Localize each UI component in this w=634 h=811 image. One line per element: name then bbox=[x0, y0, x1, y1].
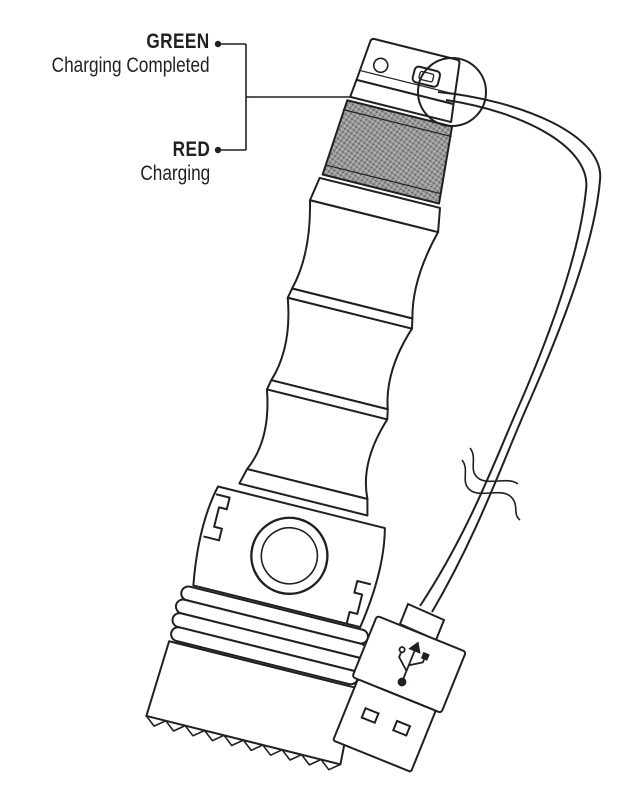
green-indicator-label: GREEN Charging Completed bbox=[17, 30, 210, 78]
green-leader-dot bbox=[214, 40, 222, 48]
tail-cap bbox=[349, 37, 461, 124]
flashlight-icon bbox=[145, 37, 461, 771]
usb-icon bbox=[397, 641, 430, 687]
head-rings bbox=[170, 585, 369, 686]
red-title: RED bbox=[172, 138, 210, 161]
indicator-led bbox=[372, 57, 389, 74]
knurled-ring bbox=[321, 99, 454, 205]
bezel bbox=[145, 640, 357, 771]
usb-cable-icon bbox=[398, 91, 602, 642]
red-indicator-label: RED Charging bbox=[125, 138, 210, 186]
red-description: Charging bbox=[140, 162, 210, 186]
usb-connector bbox=[332, 615, 467, 773]
green-description: Charging Completed bbox=[52, 54, 210, 78]
red-leader-dot bbox=[214, 146, 222, 154]
charging-port-highlight bbox=[417, 57, 487, 127]
body-tube bbox=[238, 176, 441, 517]
green-title: GREEN bbox=[146, 30, 210, 53]
switch-housing bbox=[192, 485, 386, 629]
